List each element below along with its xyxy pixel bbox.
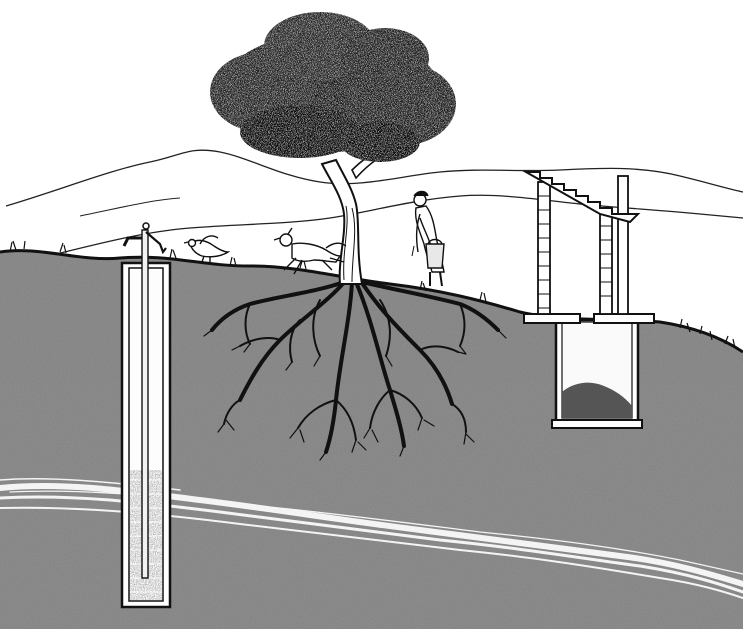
latrine-slab-left: [524, 314, 580, 323]
pump-pipe: [142, 230, 148, 578]
latrine-post-mid: [600, 212, 612, 314]
latrine-slab-right: [594, 314, 654, 323]
latrine-post-right: [618, 176, 628, 314]
hand-pump-well: [122, 223, 170, 607]
